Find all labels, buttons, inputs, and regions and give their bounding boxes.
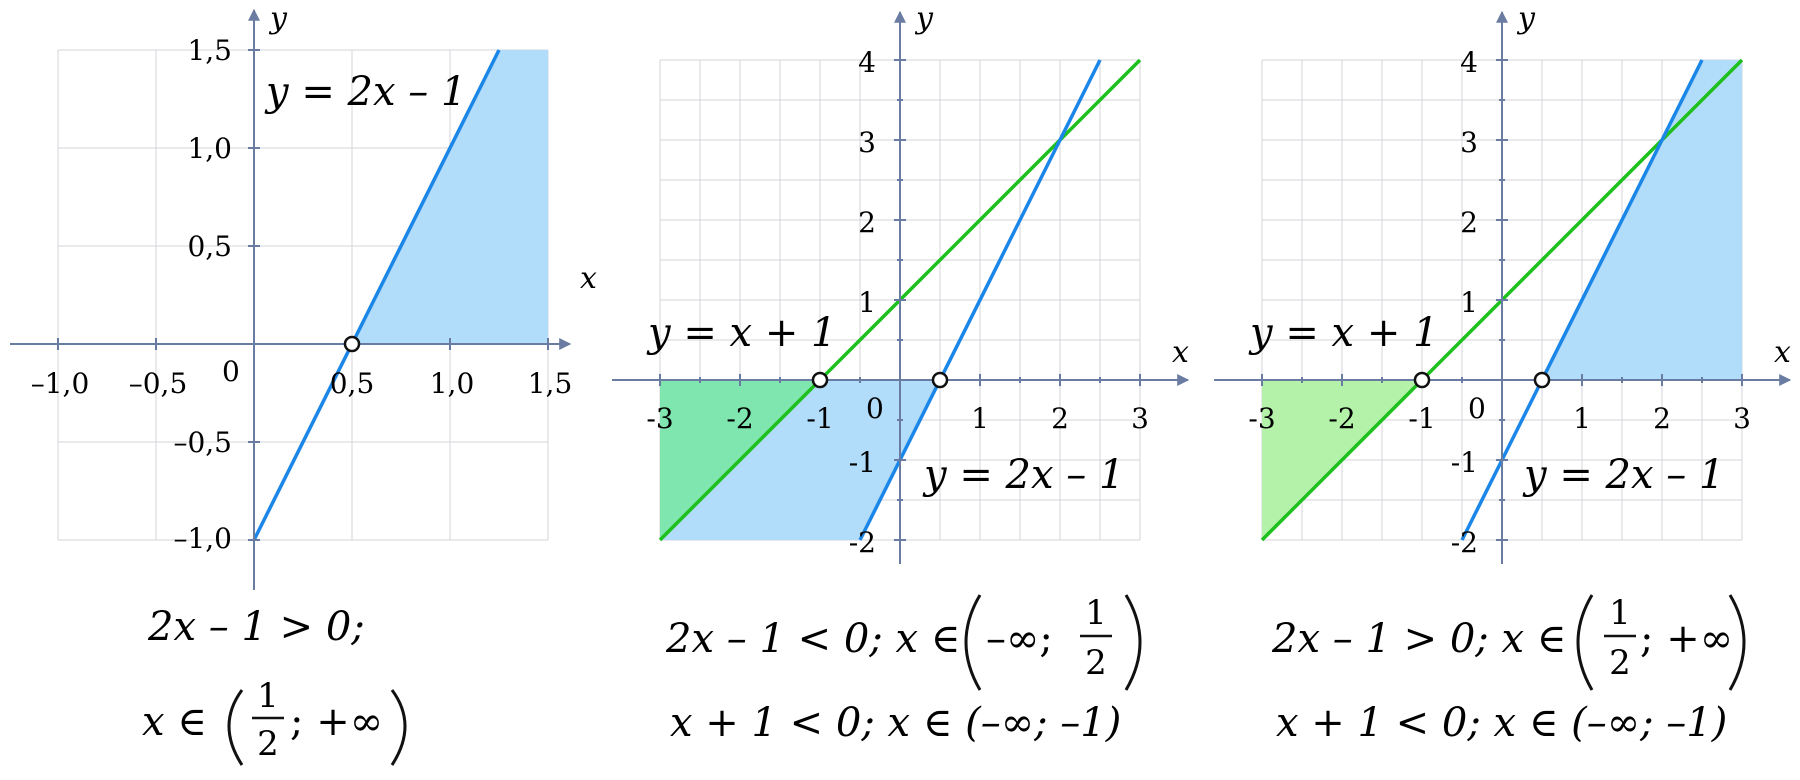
fraction-numerator: 1 [1085, 593, 1107, 633]
solution-suffix: ; +∞ [290, 699, 383, 745]
x-tick-label: –1,0 [31, 367, 90, 400]
solution-prefix: x ∈ [142, 699, 207, 745]
open-point-x-minus-1 [811, 371, 829, 389]
origin-label: 0 [1468, 392, 1486, 425]
panel-right: x y 0 -3 -2 -1 1 2 3 4 3 2 1 -1 -2 y = x… [1214, 1, 1792, 746]
interval-start: –∞; [986, 616, 1053, 662]
inequality-line: 2x – 1 > 0; [147, 604, 365, 650]
open-point-x-minus-1 [1413, 371, 1431, 389]
shaded-region-2x-minus-1-positive [1542, 60, 1742, 380]
fraction-denominator: 2 [1609, 643, 1631, 683]
left-paren [964, 594, 982, 691]
x-tick-label: 1 [971, 402, 989, 435]
fraction-denominator: 2 [257, 724, 279, 764]
y-tick-label: -1 [849, 446, 876, 479]
y-tick-label: 4 [1460, 46, 1478, 79]
panel-left: x y 0 –1,0 –0,5 0,5 1,0 1,5 1,5 1,0 0,5 … [10, 1, 597, 766]
inequality-2: x + 1 < 0; x ∈ (–∞; –1) [1276, 700, 1727, 746]
y-tick-label: 2 [1460, 206, 1478, 239]
y-tick-label: –0,5 [173, 426, 232, 459]
inequality-1-prefix: 2x – 1 < 0; x ∈ [665, 616, 960, 662]
y-axis-label: y [268, 1, 288, 36]
line-label-x-plus-1: y = x + 1 [646, 310, 837, 356]
axis-ticks [57, 49, 549, 541]
right-paren [1124, 594, 1142, 691]
x-tick-label: 2 [1051, 402, 1069, 435]
right-paren [390, 689, 407, 766]
y-tick-label: 3 [858, 126, 876, 159]
origin-label: 0 [866, 392, 884, 425]
line-label-2x-minus-1: y = 2x – 1 [264, 69, 466, 115]
line-label-2x-minus-1: y = 2x – 1 [1522, 452, 1724, 498]
y-tick-label: -2 [1451, 526, 1478, 559]
x-tick-label: 1,5 [528, 367, 573, 400]
x-tick-label: 3 [1733, 402, 1751, 435]
x-tick-label: -3 [646, 402, 673, 435]
line-y-2x-minus-1 [252, 49, 501, 541]
y-tick-label: 1,5 [187, 34, 232, 67]
y-axis-label: y [1516, 1, 1536, 36]
left-paren [1576, 594, 1594, 691]
x-tick-label: 0,5 [330, 367, 375, 400]
x-tick-label: -3 [1248, 402, 1275, 435]
x-axis-label: x [1172, 335, 1189, 370]
y-tick-label: -1 [1451, 446, 1478, 479]
line-label-2x-minus-1: y = 2x – 1 [922, 452, 1124, 498]
fraction-numerator: 1 [257, 676, 279, 716]
line-label-x-plus-1: y = x + 1 [1248, 310, 1439, 356]
left-paren [227, 689, 244, 766]
fraction-numerator: 1 [1609, 593, 1631, 633]
open-point-x-half [1533, 371, 1551, 389]
x-tick-label: –0,5 [129, 367, 188, 400]
y-tick-label: 1 [1460, 286, 1478, 319]
inequality-1-prefix: 2x – 1 > 0; x ∈ [1271, 616, 1566, 662]
fraction-denominator: 2 [1085, 643, 1107, 683]
x-tick-label: 1 [1573, 402, 1591, 435]
x-tick-label: -1 [806, 402, 833, 435]
y-tick-label: 2 [858, 206, 876, 239]
y-tick-label: 1,0 [187, 132, 232, 165]
x-tick-label: -2 [1328, 402, 1355, 435]
y-tick-label: 4 [858, 46, 876, 79]
panel-middle: x y 0 -3 -2 -1 1 2 3 4 3 2 1 -1 -2 y = x… [612, 1, 1190, 746]
x-axis-label: x [1774, 335, 1791, 370]
x-axis-label: x [580, 261, 597, 296]
interval-end: ; +∞ [1640, 616, 1733, 662]
y-tick-label: 0,5 [187, 230, 232, 263]
y-tick-label: 1 [858, 286, 876, 319]
y-axis-label: y [914, 1, 934, 36]
right-paren [1728, 594, 1746, 691]
x-tick-label: 3 [1131, 402, 1149, 435]
y-tick-label: -2 [849, 526, 876, 559]
y-tick-label: –1,0 [173, 522, 232, 555]
x-tick-label: 1,0 [430, 367, 475, 400]
shaded-region-2x-minus-1-positive [352, 50, 548, 344]
open-point-x-half [931, 371, 949, 389]
axis-ticks [1261, 59, 1743, 541]
open-point-x-half [343, 335, 361, 353]
inequality-2: x + 1 < 0; x ∈ (–∞; –1) [670, 700, 1121, 746]
y-tick-label: 3 [1460, 126, 1478, 159]
x-tick-label: 2 [1653, 402, 1671, 435]
origin-label: 0 [222, 355, 240, 388]
x-tick-label: -1 [1408, 402, 1435, 435]
x-tick-label: -2 [726, 402, 753, 435]
